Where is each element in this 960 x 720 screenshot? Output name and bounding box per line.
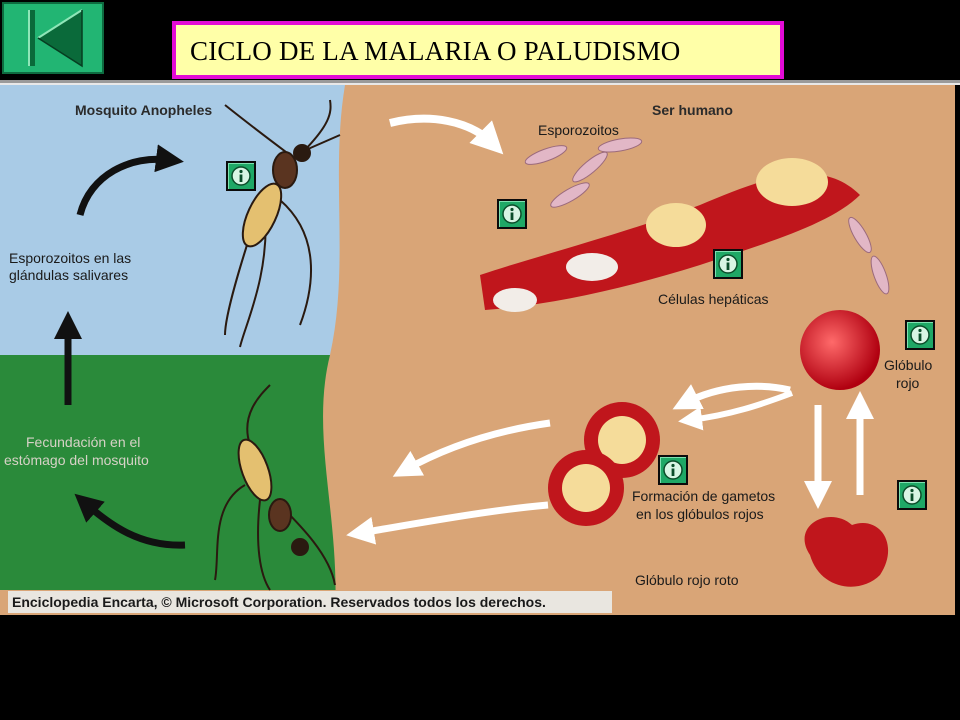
sporozoites [524,137,890,295]
label-mosquito-anopheles: Mosquito Anopheles [75,102,212,118]
info-button-liver-cells[interactable] [713,249,743,279]
info-icon [718,254,738,274]
label-fertilization-2: estómago del mosquito [4,452,149,468]
info-icon [502,204,522,224]
label-fertilization-1: Fecundación en el [26,434,140,450]
label-rbc-1: Glóbulo [884,357,932,373]
malaria-cycle-illustration: Mosquito Anopheles Ser humano Esporozoit… [0,85,955,615]
info-icon [231,166,251,186]
divider-highlight [0,83,960,85]
label-gametes-2: en los glóbulos rojos [636,506,764,522]
cycle-arrow-3 [74,493,186,549]
label-gametes-1: Formación de gametos [632,488,775,504]
info-button-mosquito[interactable] [226,161,256,191]
arrow-rbc-left-2 [678,390,794,431]
divider [0,80,960,83]
info-button-sporozoites[interactable] [497,199,527,229]
info-button-gametes[interactable] [658,455,688,485]
red-blood-cell [800,310,880,390]
back-nav-button[interactable] [2,2,104,74]
arrow-to-human [389,114,504,155]
mosquito-bottom [214,384,336,591]
label-rbc-2: rojo [896,375,920,391]
info-icon [902,485,922,505]
label-ser-humano: Ser humano [652,102,733,118]
arrow-rbc-left-1 [672,382,791,410]
label-liver-cells: Células hepáticas [658,291,769,307]
label-broken-rbc: Glóbulo rojo roto [635,572,739,588]
broken-red-blood-cell [804,516,889,587]
cycle-arrow-1 [76,144,184,216]
page-title: CICLO DE LA MALARIA O PALUDISMO [190,36,681,66]
liver-cells [480,158,860,312]
arrow-to-mosquito-2 [346,501,549,545]
skip-back-icon [28,9,83,68]
label-salivary-2: glándulas salivares [9,267,128,283]
credit-background [8,591,612,613]
info-icon [910,325,930,345]
credit-text: Enciclopedia Encarta, © Microsoft Corpor… [12,594,546,610]
grass-background [0,355,345,615]
info-button-red-blood-cell[interactable] [905,320,935,350]
label-sporozoites: Esporozoitos [538,122,619,138]
info-icon [663,460,683,480]
info-button-broken-cell[interactable] [897,480,927,510]
sky-background [0,85,345,370]
title-box: CICLO DE LA MALARIA O PALUDISMO [172,21,784,79]
mosquito-top [224,99,341,348]
label-salivary-1: Esporozoitos en las [9,250,131,266]
arrow-to-mosquito-1 [392,419,551,477]
